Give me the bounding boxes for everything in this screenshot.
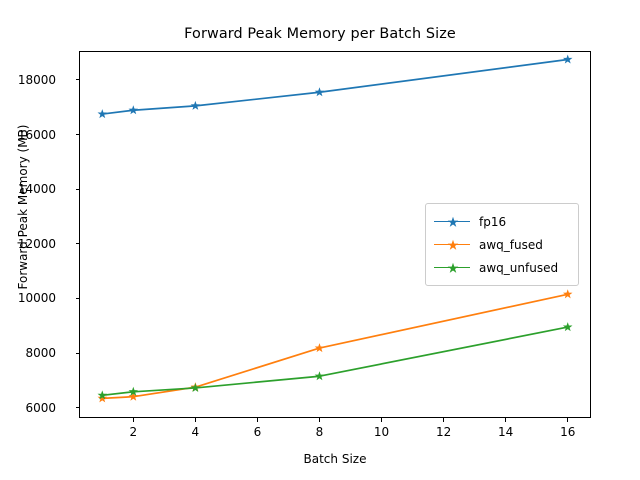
y-tick-label: 8000 [25, 346, 56, 360]
y-tick-label: 18000 [17, 72, 56, 87]
x-tick-label: 6 [253, 425, 262, 439]
chart-title: Forward Peak Memory per Batch Size [184, 26, 456, 42]
x-tick-label: 10 [373, 425, 390, 439]
x-tick-label: 16 [560, 425, 576, 439]
y-tick-label: 14000 [17, 182, 56, 197]
x-axis-label: Batch Size [303, 452, 367, 466]
star-marker-icon [447, 262, 459, 273]
y-tick-label: 6000 [25, 400, 56, 415]
legend-label-awq-fused: awq_fused [479, 237, 543, 252]
legend-item-awq-unfused: awq_unfused [434, 256, 570, 279]
chart-legend: fp16 awq_fused awq_unfused [425, 203, 579, 286]
legend-swatch-awq-unfused [434, 261, 470, 275]
y-tick-mark [75, 79, 80, 81]
x-tick-mark [256, 418, 258, 422]
legend-item-fp16: fp16 [434, 210, 570, 233]
x-tick-mark [443, 418, 445, 422]
x-tick-mark [318, 418, 321, 422]
y-tick-mark [75, 352, 80, 354]
x-tick-label: 14 [498, 425, 514, 439]
y-tick-mark [75, 243, 80, 245]
x-tick-label: 2 [129, 425, 138, 439]
y-axis-label: Forward Peak Memory (MB) [16, 124, 30, 290]
y-tick-mark [75, 134, 80, 136]
x-tick-mark [132, 418, 134, 422]
x-tick-mark [381, 418, 383, 422]
y-tick-label: 12000 [17, 236, 56, 251]
y-tick-label: 10000 [17, 291, 56, 306]
y-tick-mark [75, 407, 80, 409]
legend-label-awq-unfused: awq_unfused [479, 260, 559, 275]
x-tick-mark [505, 418, 507, 422]
x-tick-mark [567, 418, 569, 422]
star-marker-icon [447, 216, 459, 227]
star-marker-icon [447, 239, 459, 250]
x-tick-label: 4 [191, 425, 200, 439]
y-tick-label: 16000 [17, 127, 56, 142]
x-tick-mark [194, 418, 196, 422]
legend-swatch-awq-fused [434, 238, 470, 252]
x-tick-label: 12 [435, 425, 452, 439]
legend-item-awq-fused: awq_fused [434, 233, 570, 256]
y-tick-mark [75, 188, 80, 190]
x-tick-label: 8 [315, 425, 324, 439]
legend-swatch-fp16 [434, 215, 470, 229]
legend-label-fp16: fp16 [479, 214, 507, 229]
y-tick-mark [75, 297, 80, 299]
